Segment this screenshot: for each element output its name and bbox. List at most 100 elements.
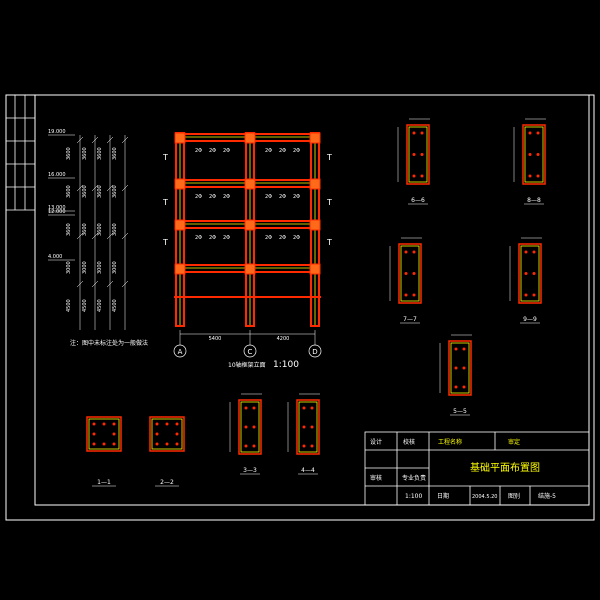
drawing-name: 基础平面布置图: [470, 461, 540, 474]
axis-bubble-0: [173, 344, 187, 358]
rebar-dot: [92, 432, 96, 436]
rebar-mark: 2Φ: [279, 194, 286, 200]
section-label-9-9: 9—9: [523, 316, 537, 323]
rebar-dot: [252, 406, 256, 410]
section-stirrup-2: [240, 401, 260, 453]
joint-3-0: [174, 263, 186, 275]
rebar-dot: [302, 425, 306, 429]
rebar-dot: [412, 293, 416, 297]
binding-strip: [6, 95, 35, 211]
rebar-mark: 2Φ: [265, 148, 272, 154]
section-outline-5: [406, 124, 430, 185]
tb-sheet: 结施-5: [538, 492, 556, 500]
story-height-0-1: 3600: [82, 147, 88, 160]
dim-tick: [121, 280, 129, 288]
tb-label-7: 日期: [437, 492, 449, 500]
rebar-mark: 2Φ: [279, 235, 286, 241]
story-height-1-2: 3600: [97, 185, 103, 198]
rebar-dot: [310, 425, 314, 429]
level-label-1: 16.000: [48, 172, 66, 178]
story-height-0-2: 3600: [97, 147, 103, 160]
joint-2-0: [174, 219, 186, 231]
story-height-0-3: 3600: [112, 147, 118, 160]
rebar-mark: 2Φ: [223, 235, 230, 241]
section-label-1-1: 1—1: [97, 479, 111, 486]
elevation-title: 10轴框架立面: [228, 361, 266, 369]
dim-tick: [76, 184, 84, 192]
dim-tick: [121, 136, 129, 144]
side-marker-left-0: T: [162, 153, 168, 162]
dim-tick: [121, 232, 129, 240]
rebar-dot: [302, 406, 306, 410]
joint-1-0: [174, 178, 186, 190]
joint-0-1: [244, 132, 256, 144]
story-height-3-2: 3000: [97, 261, 103, 274]
dim-tick: [91, 184, 99, 192]
rebar-dot: [244, 406, 248, 410]
dim-tick: [106, 232, 114, 240]
side-marker-left-1: T: [162, 198, 168, 207]
rebar-dot: [462, 385, 466, 389]
section-stirrup-4: [450, 342, 470, 394]
section-outline-0: [86, 416, 122, 452]
story-height-4-1: 4500: [82, 299, 88, 312]
section-outline-6: [398, 243, 422, 304]
rebar-dot: [175, 432, 179, 436]
rebar-dot: [454, 347, 458, 351]
rebar-dot: [462, 366, 466, 370]
rebar-dot: [532, 250, 536, 254]
side-marker-right-1: T: [326, 198, 332, 207]
section-outline-4: [448, 340, 472, 396]
rebar-dot: [155, 432, 159, 436]
inner-frame: [34, 94, 590, 506]
joint-2-1: [244, 219, 256, 231]
section-stirrup-8: [520, 245, 540, 302]
rebar-dot: [412, 153, 416, 156]
section-outline-7: [522, 124, 546, 185]
section-outline-3: [296, 399, 320, 455]
rebar-dot: [302, 444, 306, 448]
rebar-mark: 2Φ: [209, 148, 216, 154]
rebar-dot: [252, 444, 256, 448]
rebar-dot: [524, 250, 528, 254]
axis-label-1: C: [248, 348, 253, 356]
rebar-dot: [155, 422, 159, 426]
tb-label-2: 审核: [370, 474, 382, 482]
tb-label-8: 图别: [508, 492, 520, 500]
rebar-dot: [454, 366, 458, 370]
rebar-dot: [92, 422, 96, 426]
rebar-dot: [155, 442, 159, 446]
title-block: [364, 431, 590, 506]
rebar-dot: [420, 153, 424, 156]
tb-date: 2004.5.20: [472, 494, 497, 500]
story-height-4-3: 4500: [112, 299, 118, 312]
rebar-dot: [175, 442, 179, 446]
tb-label-1: 校核: [403, 438, 415, 446]
rebar-dot: [252, 425, 256, 429]
dim-tick: [91, 136, 99, 144]
rebar-mark: 2Φ: [209, 235, 216, 241]
rebar-mark: 2Φ: [265, 194, 272, 200]
section-stirrup-5: [408, 126, 428, 183]
joint-3-2: [309, 263, 321, 275]
section-outline-2: [238, 399, 262, 455]
rebar-mark: 2Φ: [293, 235, 300, 241]
level-label-4: 4.000: [48, 254, 62, 260]
rebar-dot: [310, 406, 314, 410]
rebar-dot: [412, 131, 416, 135]
rebar-dot: [404, 293, 408, 297]
elevation-note: 注：图中未标注处为一般做法: [70, 339, 148, 347]
rebar-dot: [310, 444, 314, 448]
rebar-mark: 2Φ: [195, 235, 202, 241]
dim-tick: [121, 184, 129, 192]
joint-3-1: [244, 263, 256, 275]
rebar-mark: 2Φ: [293, 194, 300, 200]
rebar-dot: [165, 442, 169, 446]
story-height-3-0: 3000: [66, 261, 72, 274]
section-label-3-3: 3—3: [243, 467, 257, 474]
rebar-dot: [532, 272, 536, 275]
axis-bubble-2: [308, 344, 322, 358]
rebar-dot: [528, 153, 532, 156]
joint-1-1: [244, 178, 256, 190]
